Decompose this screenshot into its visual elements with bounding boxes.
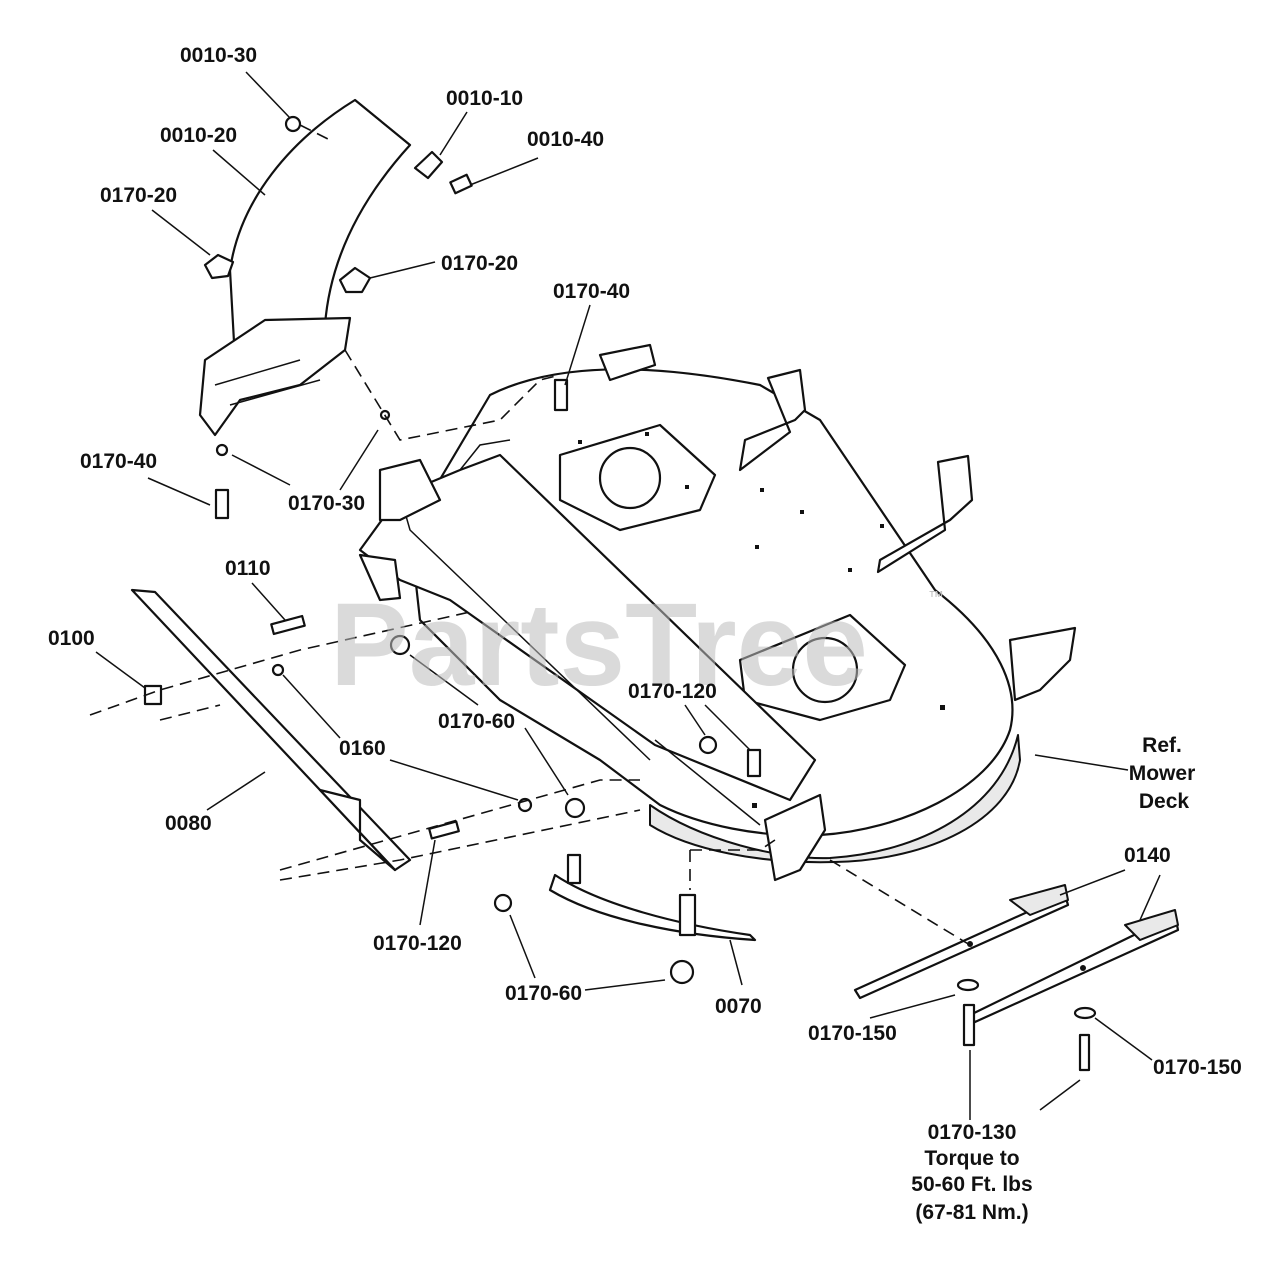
label-0170-150-left: 0170-150 xyxy=(808,1022,897,1045)
label-0010-30: 0010-30 xyxy=(180,44,257,67)
label-0100: 0100 xyxy=(48,627,95,650)
label-0170-120-upper: 0170-120 xyxy=(628,680,717,703)
torque-note-line4: (67-81 Nm.) xyxy=(915,1201,1028,1224)
label-0160: 0160 xyxy=(339,737,386,760)
part-labels: 0010-30 0010-20 0010-10 0010-40 0170-20 … xyxy=(48,44,1242,1224)
watermark-text: PartsTree xyxy=(330,579,868,711)
label-0010-20: 0010-20 xyxy=(160,124,237,147)
ref-note-line1: Ref. xyxy=(1142,734,1182,757)
assembly-lines xyxy=(89,99,971,946)
watermark-trademark: ™ xyxy=(928,589,944,606)
torque-note-line3: 50-60 Ft. lbs xyxy=(911,1173,1032,1196)
label-0140: 0140 xyxy=(1124,844,1171,867)
mower-blades xyxy=(853,884,1180,1024)
label-0010-10: 0010-10 xyxy=(446,87,523,110)
ref-note-line3: Deck xyxy=(1139,790,1190,813)
torque-note-line2: Torque to xyxy=(924,1147,1019,1170)
label-0170-20-knob-left: 0170-20 xyxy=(100,184,177,207)
ref-note-line2: Mower xyxy=(1129,762,1196,785)
label-0170-40-deck: 0170-40 xyxy=(553,280,630,303)
watermark: PartsTree ™ xyxy=(330,579,944,711)
deck-holes xyxy=(578,432,945,808)
label-0110: 0110 xyxy=(225,557,271,580)
label-0070: 0070 xyxy=(715,995,762,1018)
label-0170-60-lower: 0170-60 xyxy=(505,982,582,1005)
label-0170-20-knob-right: 0170-20 xyxy=(441,252,518,275)
label-0170-150-right: 0170-150 xyxy=(1153,1056,1242,1079)
label-0170-60-upper: 0170-60 xyxy=(438,710,515,733)
label-0170-120-lower: 0170-120 xyxy=(373,932,462,955)
label-0010-40: 0010-40 xyxy=(527,128,604,151)
mower-deck xyxy=(358,343,1077,882)
deflector-bar xyxy=(548,853,757,942)
label-0170-30: 0170-30 xyxy=(288,492,365,515)
leader-lines xyxy=(95,71,1161,1120)
torque-note-line1: 0170-130 xyxy=(928,1121,1017,1144)
hardware xyxy=(143,115,1097,1072)
side-shield xyxy=(130,588,412,872)
label-0170-40-chute: 0170-40 xyxy=(80,450,157,473)
label-0080: 0080 xyxy=(165,812,212,835)
